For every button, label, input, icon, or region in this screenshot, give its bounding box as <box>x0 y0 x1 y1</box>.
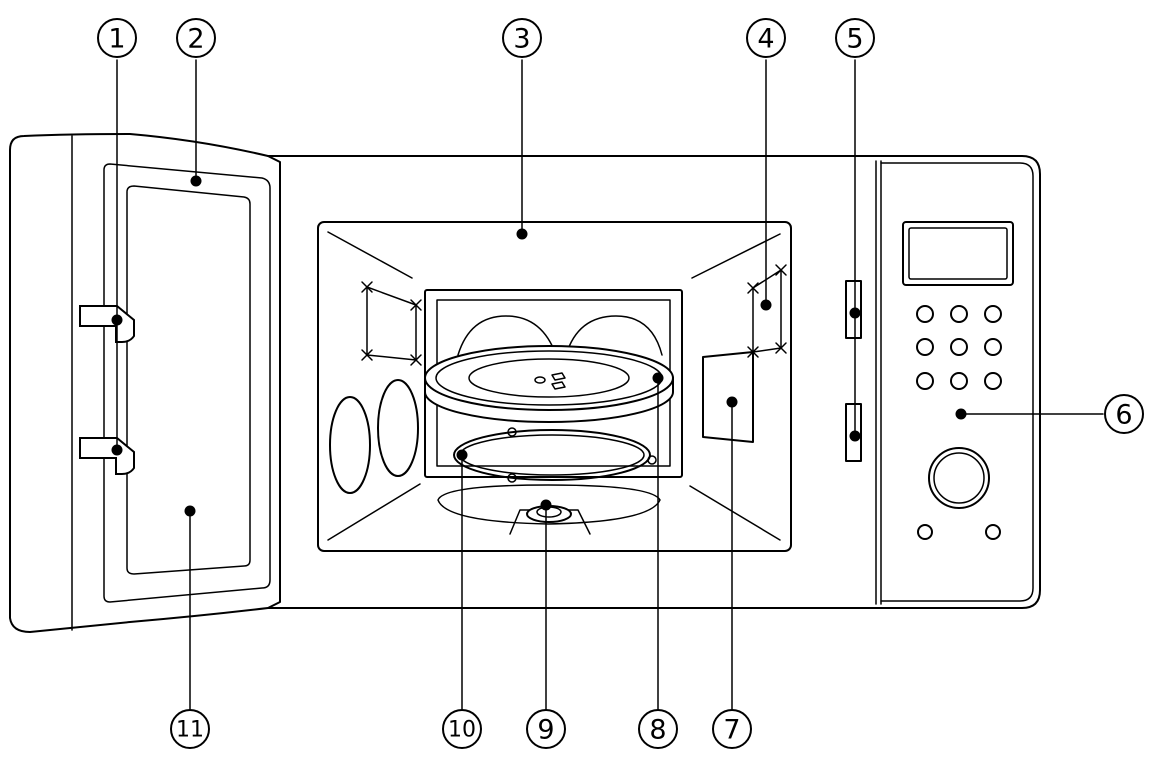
callout-10: 10 <box>442 709 482 749</box>
callout-7: 7 <box>712 709 752 749</box>
callout-9-label: 9 <box>537 715 554 746</box>
callout-7-label: 7 <box>723 715 740 746</box>
door-latch-hooks <box>79 305 135 475</box>
callout-3-label: 3 <box>513 24 530 55</box>
control-panel <box>902 221 1014 540</box>
left-vents <box>329 281 422 494</box>
door-safety-latches <box>845 280 862 462</box>
leader-dots <box>111 175 967 517</box>
callout-8-label: 8 <box>649 715 666 746</box>
callout-6-label: 6 <box>1115 400 1132 431</box>
callout-6: 6 <box>1104 394 1144 434</box>
callout-9: 9 <box>526 709 566 749</box>
callout-11: 11 <box>170 709 210 749</box>
callout-11-label: 11 <box>176 718 204 743</box>
open-door <box>9 133 281 633</box>
microwave-body <box>267 155 1041 609</box>
leader-lines <box>116 59 1104 711</box>
waveguide-cover <box>702 351 754 443</box>
callout-5: 5 <box>835 18 875 58</box>
callout-2: 2 <box>176 18 216 58</box>
roller-ring <box>453 427 657 483</box>
right-vents <box>747 264 787 358</box>
callout-1-label: 1 <box>108 24 125 55</box>
callout-3: 3 <box>502 18 542 58</box>
control-buttons <box>916 305 1002 390</box>
callout-5-label: 5 <box>846 24 863 55</box>
callout-1: 1 <box>97 18 137 58</box>
callout-4: 4 <box>746 18 786 58</box>
callout-8: 8 <box>638 709 678 749</box>
callout-4-label: 4 <box>757 24 774 55</box>
callout-10-label: 10 <box>448 718 476 743</box>
glass-turntable-tray <box>424 345 674 423</box>
callout-2-label: 2 <box>187 24 204 55</box>
